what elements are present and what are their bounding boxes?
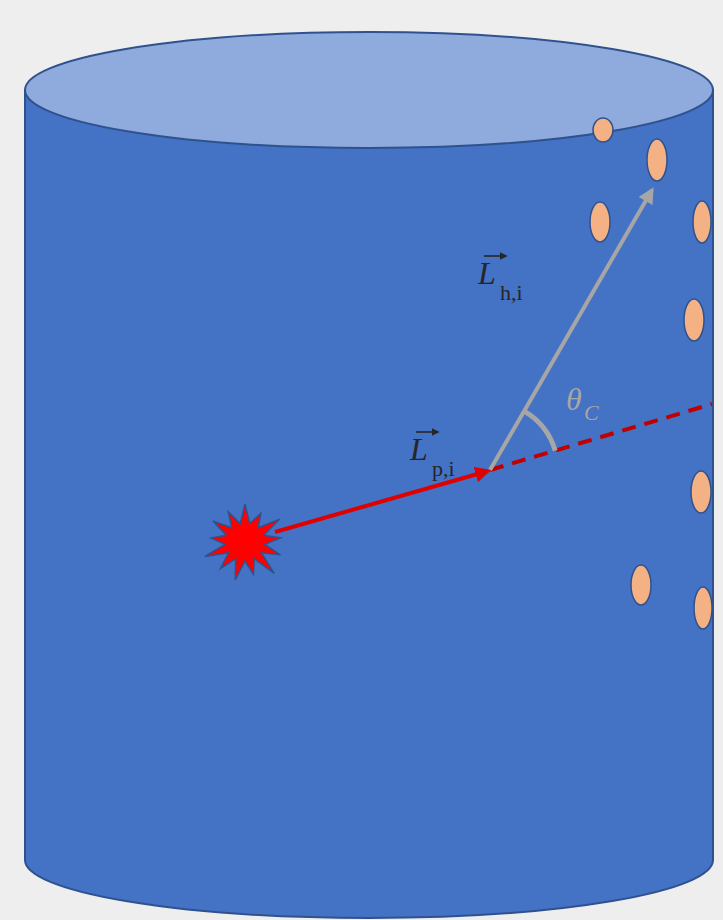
pmt [647,139,667,181]
angle-subscript: C [584,402,599,424]
tank-top [25,32,713,148]
tank-body [25,90,713,918]
angle-symbol: θ [566,383,582,415]
pmt [684,299,704,341]
pmt [694,587,712,629]
vector-subscript: p,i [432,458,455,480]
pmt [593,118,613,142]
interaction-vertex [205,504,281,580]
particle-arrow [275,471,488,532]
vector-symbol: L [410,433,428,465]
vector-subscript: h,i [500,282,523,304]
angle-arc [524,411,555,451]
pmt [590,202,610,242]
pmt [693,201,711,243]
pmt [691,471,711,513]
photon-arrow [490,190,652,470]
pmt [631,565,651,605]
vector-symbol: L [478,257,496,289]
